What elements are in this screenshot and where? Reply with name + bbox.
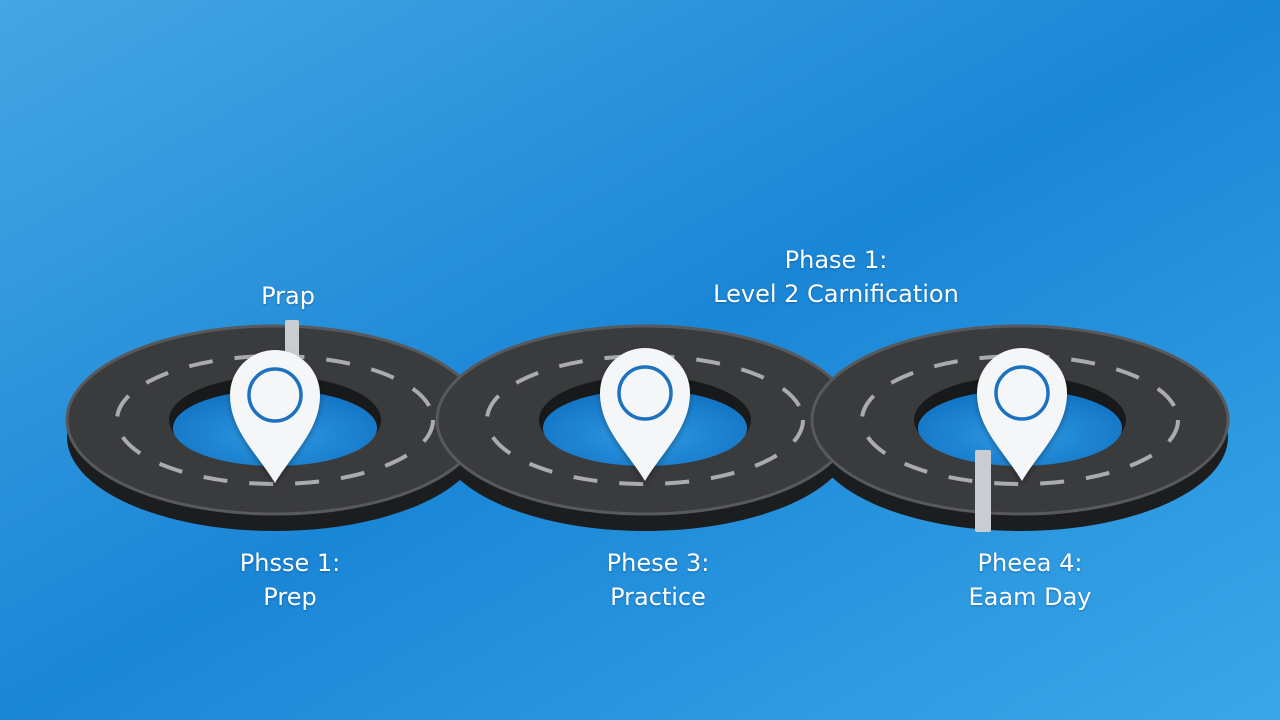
lane-markings [115,354,1180,486]
top-right-label-line1: Phase 1: [784,246,888,274]
phase-3-label-line2: Practice [610,583,706,611]
map-pin-icon [230,350,320,483]
phase-3-label-line1: Phese 3: [606,549,710,577]
milestone-post-start [285,320,299,362]
milestone-post-finish [975,450,991,532]
phase-1-label: Phsse 1: Prep [240,546,340,614]
phase-4-label-line1: Pheea 4: [977,549,1083,577]
map-pin-icon [600,348,690,481]
phase-3-label: Phese 3: Practice [607,546,710,614]
phase-4-label-line2: Eaam Day [968,583,1092,611]
phase-1-label-line2: Prep [263,583,317,611]
top-right-label: Phase 1: Level 2 Carnification [713,243,959,311]
top-right-label-line2: Level 2 Carnification [713,280,959,308]
phase-1-label-line1: Phsse 1: [239,549,341,577]
map-pin-icon [977,348,1067,481]
top-left-label: Prap [261,279,315,313]
top-left-label-line1: Prap [261,282,315,310]
phase-4-label: Pheea 4: Eaam Day [969,546,1092,614]
